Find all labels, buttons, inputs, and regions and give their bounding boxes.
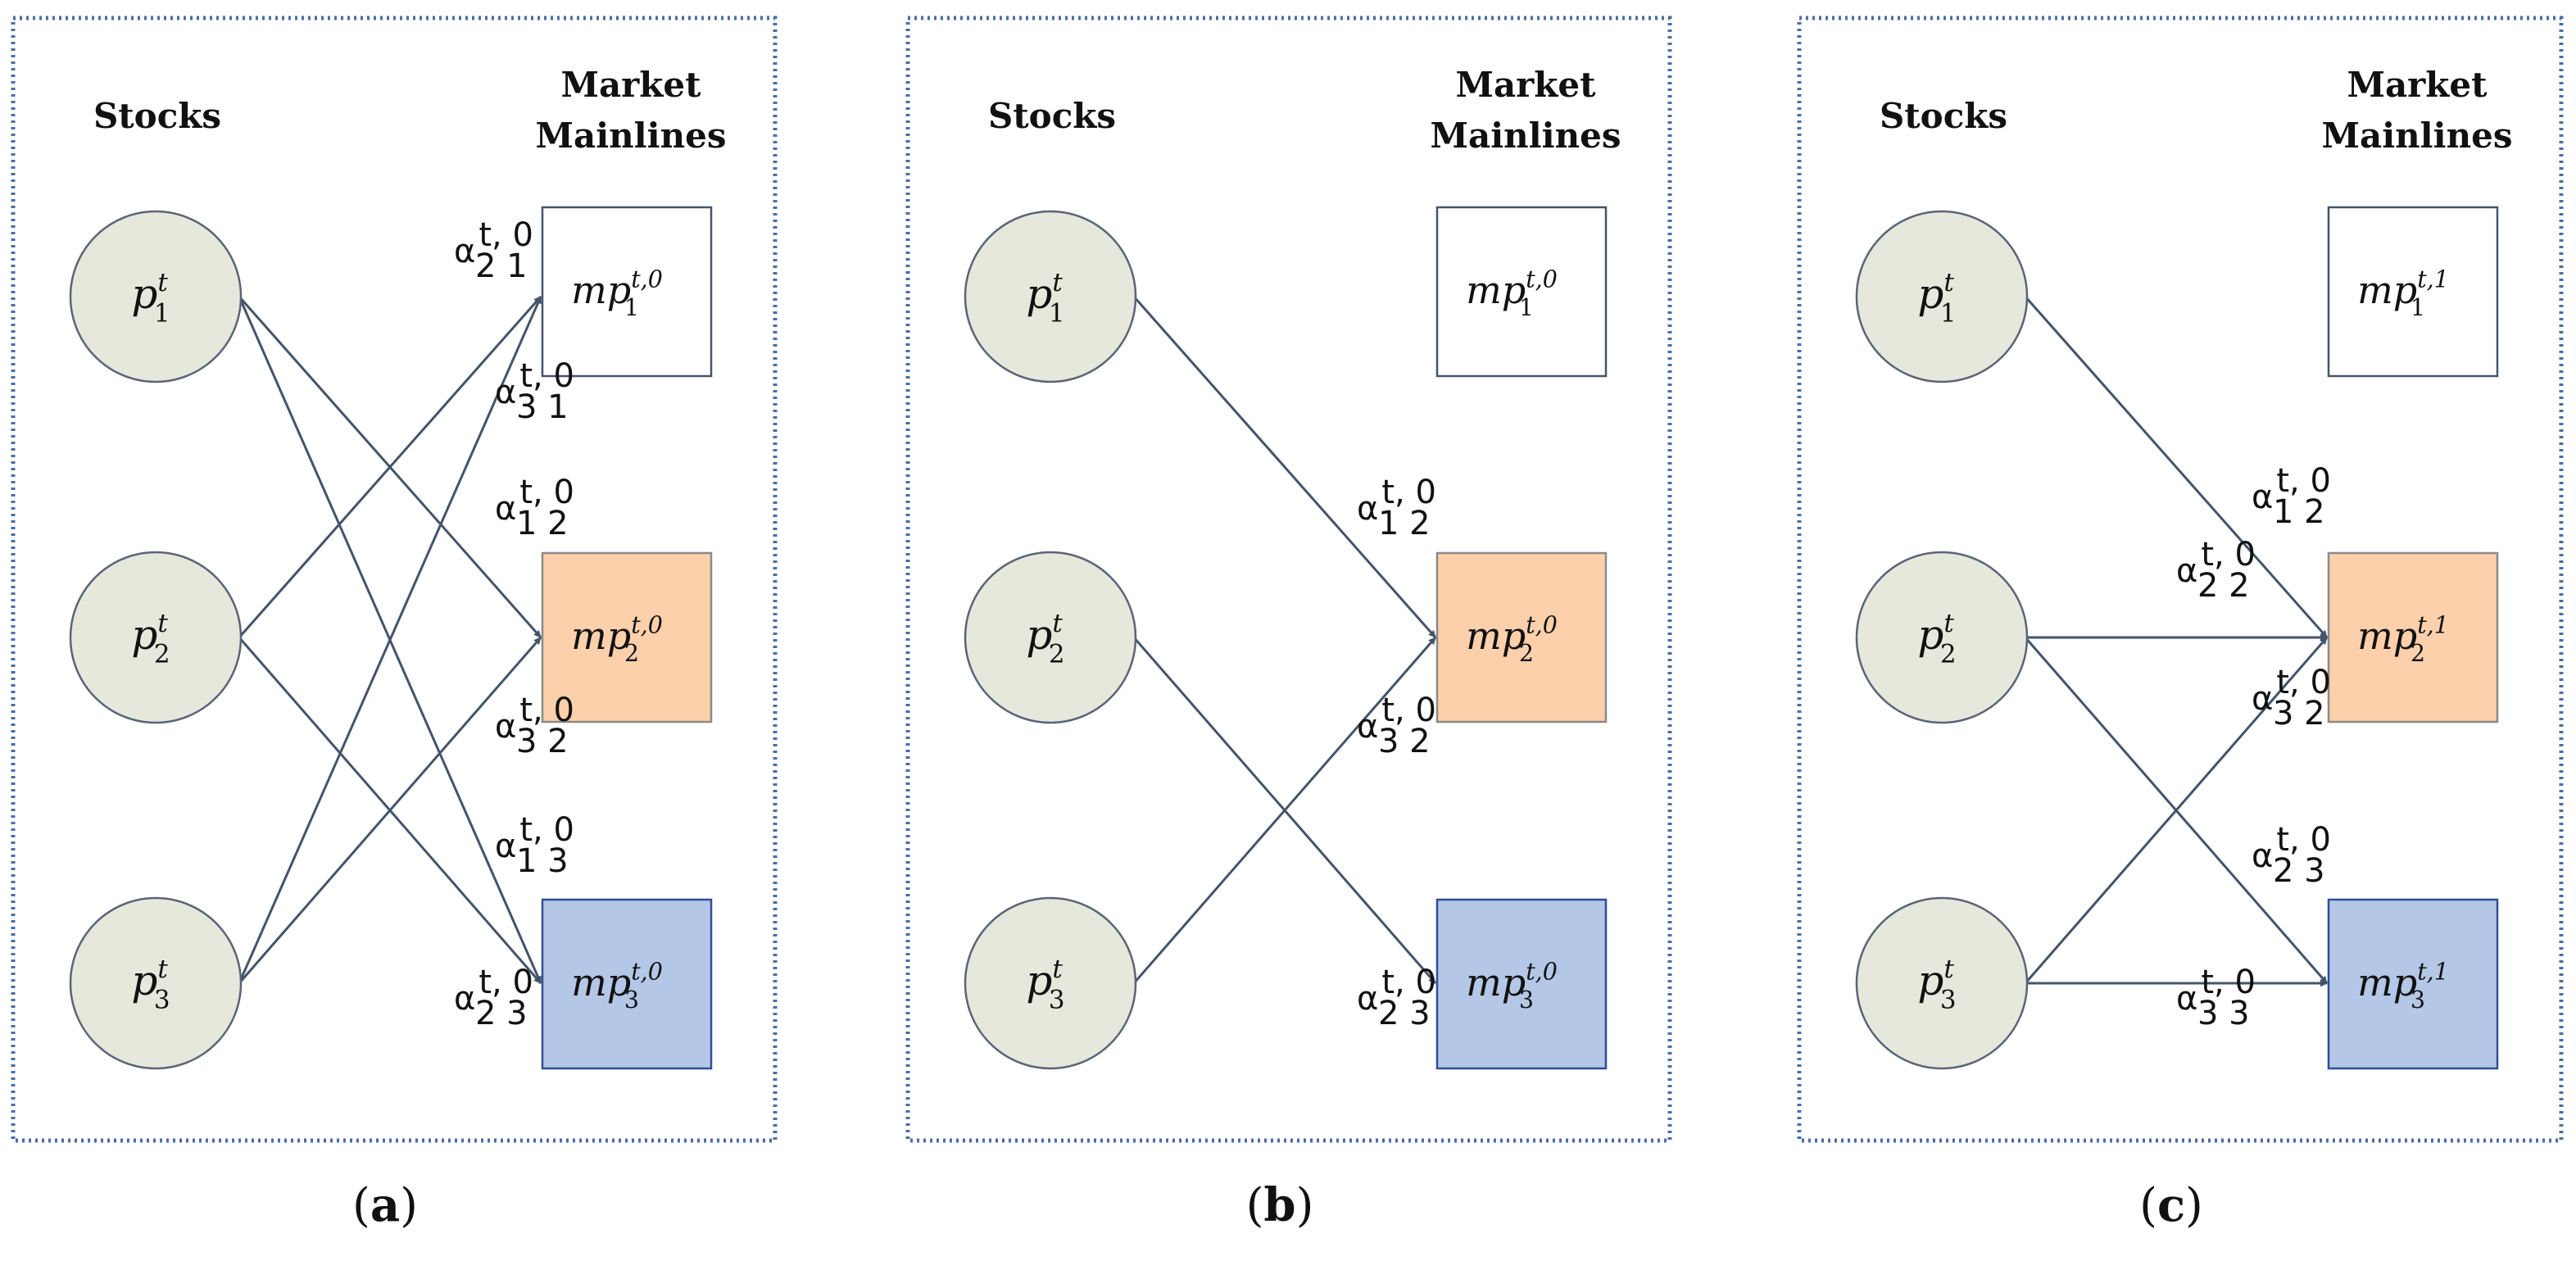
panel-frame xyxy=(1797,16,2564,1143)
stock-node-1 xyxy=(1855,210,2029,383)
edge-p1-to-mp2 xyxy=(1132,296,1437,638)
mainline-box-3 xyxy=(541,898,713,1070)
market-header-line1: Market xyxy=(1455,65,1596,105)
edge-p3-to-mp2 xyxy=(238,637,542,984)
market-header-line2: Mainlines xyxy=(535,116,726,156)
stock-node-3 xyxy=(69,896,243,1070)
panel-caption: (b) xyxy=(1246,1178,1314,1232)
market-header-line1: Market xyxy=(560,65,701,105)
edge-p3-to-mp2 xyxy=(2024,637,2329,984)
market-header-line1: Market xyxy=(2347,65,2488,105)
stocks-header: Stocks xyxy=(988,96,1116,136)
mainline-box-3 xyxy=(2327,898,2499,1070)
panel-caption: (a) xyxy=(352,1178,418,1232)
stock-node-1 xyxy=(964,210,1137,383)
edge-p3-to-mp2 xyxy=(1132,637,1437,984)
stock-node-3 xyxy=(1855,896,2029,1070)
stock-node-2 xyxy=(69,551,243,724)
mainline-box-2 xyxy=(1435,551,1608,723)
mainline-box-3 xyxy=(1435,898,1608,1070)
stocks-header: Stocks xyxy=(93,96,221,136)
market-header-line2: Mainlines xyxy=(2321,116,2512,156)
market-header-line2: Mainlines xyxy=(1430,116,1621,156)
stocks-header: Stocks xyxy=(1880,96,2007,136)
edge-p1-to-mp2 xyxy=(2024,296,2329,638)
mainline-box-1 xyxy=(541,206,713,378)
stock-node-1 xyxy=(69,210,243,383)
panel-caption: (c) xyxy=(2139,1178,2203,1232)
mainline-box-2 xyxy=(541,551,713,723)
stock-node-2 xyxy=(1855,551,2029,724)
mainline-box-1 xyxy=(2327,206,2499,378)
mainline-box-1 xyxy=(1435,206,1608,378)
panel-frame xyxy=(11,16,778,1143)
stock-node-2 xyxy=(964,551,1137,724)
mainline-box-2 xyxy=(2327,551,2499,723)
edge-p3-to-mp1 xyxy=(238,296,542,984)
stock-node-3 xyxy=(964,896,1137,1070)
panel-frame xyxy=(905,16,1672,1143)
edge-p2-to-mp1 xyxy=(238,296,542,638)
